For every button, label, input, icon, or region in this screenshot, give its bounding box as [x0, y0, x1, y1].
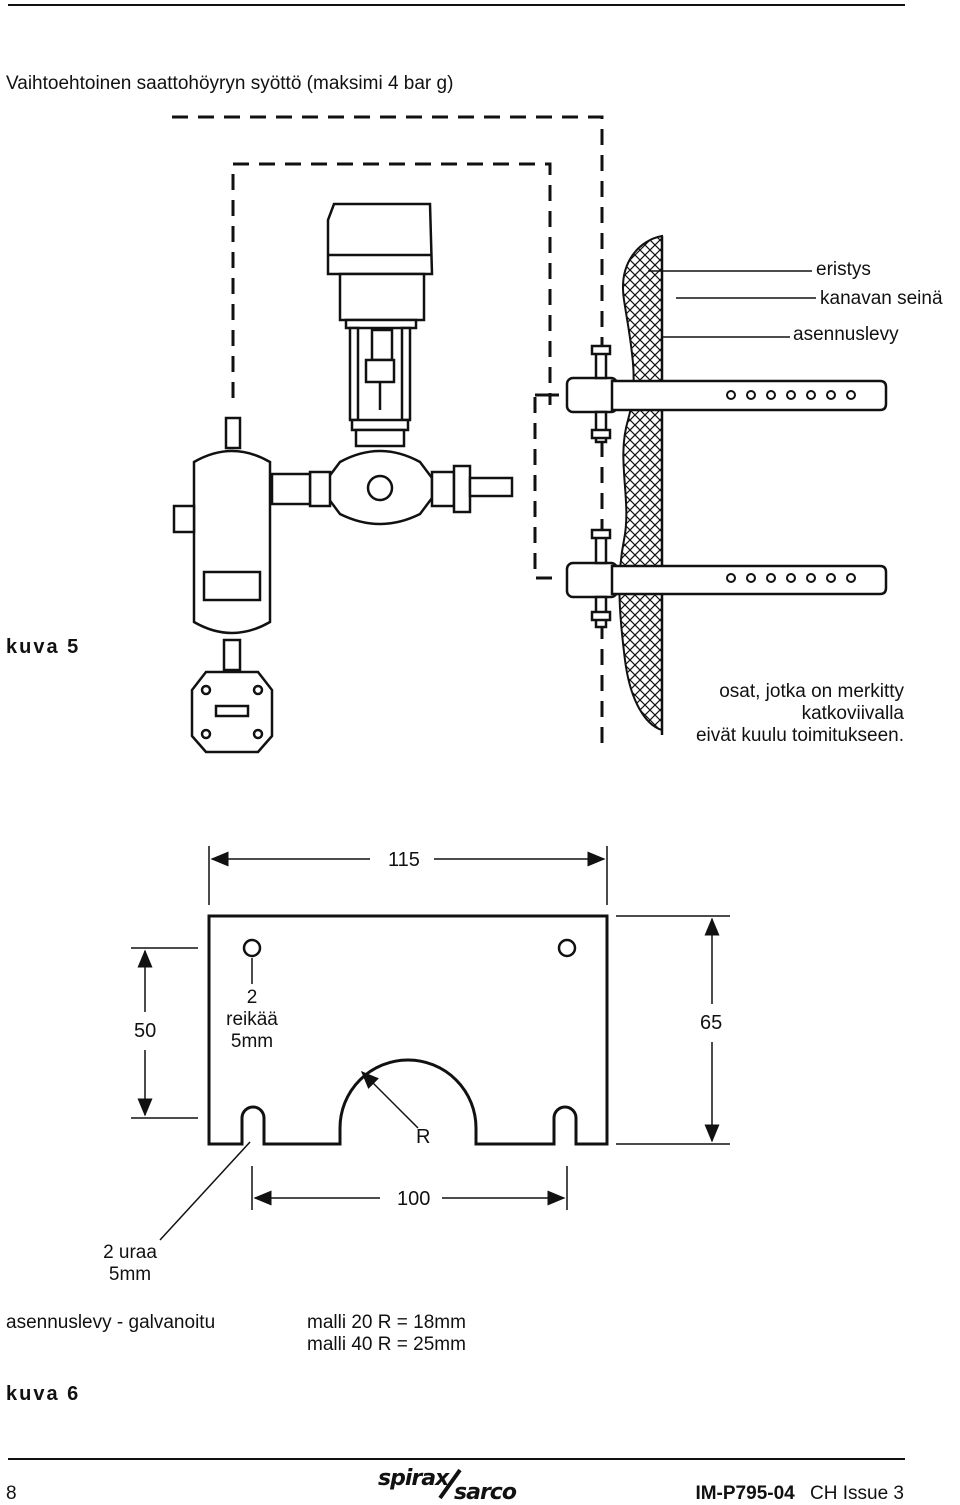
- mounting-plate-outline: [207, 914, 609, 1146]
- leader-lines: [648, 270, 816, 338]
- figure5-note-line1: osat, jotka on merkitty: [719, 681, 904, 702]
- duct-wall-insulation: [618, 234, 664, 735]
- logo-spirax: spirax: [378, 1466, 449, 1491]
- holes-label-text: reikää: [226, 1009, 278, 1030]
- dim-slot-spacing-100: 100: [397, 1188, 431, 1210]
- figure5-note-line3: eivät kuulu toimitukseen.: [695, 725, 904, 746]
- top-rule: [8, 4, 905, 6]
- figure5-caption: kuva 5: [6, 636, 81, 658]
- mounting-hole-left: [242, 938, 262, 958]
- model-20-radius: malli 20 R = 18mm: [307, 1312, 466, 1333]
- doc-code: IM-P795-04: [695, 1483, 795, 1504]
- dim-height-50: 50: [134, 1020, 157, 1042]
- spirax-sarco-logo: spirax sarco: [378, 1466, 538, 1505]
- control-valve: [270, 428, 514, 526]
- label-mounting-plate: asennuslevy: [793, 324, 899, 345]
- page-number: 8: [6, 1483, 17, 1504]
- holes-label-count: 2: [246, 987, 258, 1008]
- doc-issue: CH Issue 3: [810, 1483, 904, 1504]
- document-code: IM-P795-04 CH Issue 3: [695, 1483, 904, 1505]
- upper-pipe-holes: [726, 390, 856, 400]
- figure5-note-line2: katkoviivalla: [801, 703, 904, 724]
- plate-material-label: asennuslevy - galvanoitu: [6, 1312, 216, 1333]
- dim-radius-r: R: [416, 1126, 431, 1148]
- dim-height-65: 65: [700, 1012, 723, 1034]
- dashed-steam-line: [172, 115, 604, 752]
- logo-slash: [438, 1468, 462, 1500]
- lower-pipe-holes: [726, 573, 856, 583]
- footer-rule: [8, 1458, 905, 1460]
- dim-width-115: 115: [388, 849, 420, 871]
- mounting-hole-right: [557, 938, 577, 958]
- label-duct-wall: kanavan seinä: [820, 288, 943, 309]
- valve-actuator: [326, 202, 434, 432]
- separator-vessel: [172, 416, 272, 635]
- label-insulation: eristys: [816, 259, 871, 280]
- model-40-radius: malli 40 R = 25mm: [307, 1334, 466, 1355]
- figure6-caption: kuva 6: [6, 1383, 81, 1405]
- slots-label-count: 2 uraa: [103, 1242, 157, 1263]
- figure5-heading: Vaihtoehtoinen saattohöyryn syöttö (maks…: [6, 73, 454, 94]
- slots-label-size: 5mm: [108, 1264, 152, 1285]
- logo-sarco: sarco: [454, 1480, 517, 1505]
- steam-trap: [190, 638, 274, 754]
- holes-label-size: 5mm: [230, 1031, 274, 1052]
